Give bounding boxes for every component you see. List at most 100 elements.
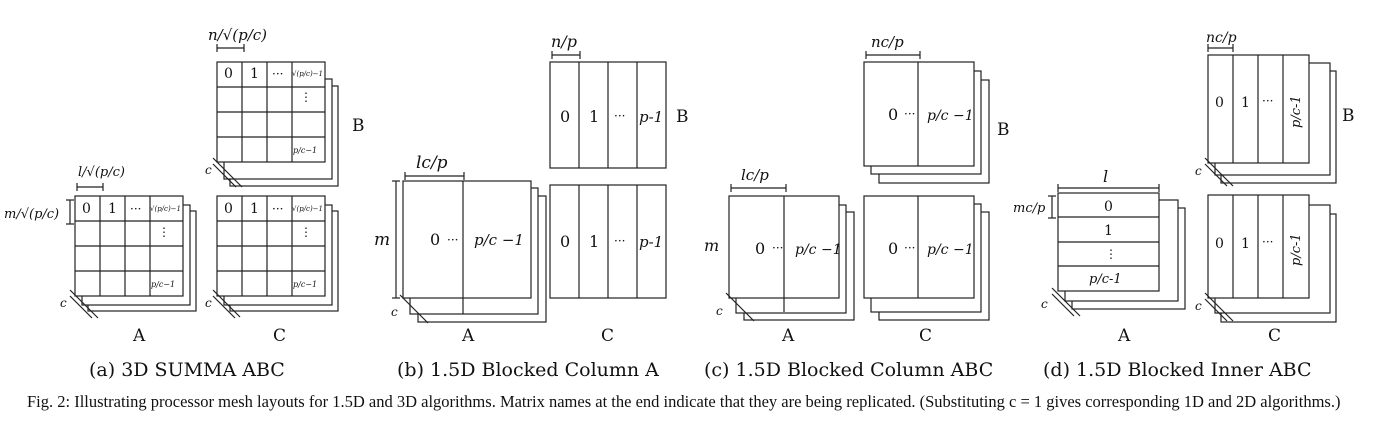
panel-a-label-b: B	[352, 116, 365, 136]
panel-b-b-dots: ···	[614, 109, 625, 123]
panel-d-b-col-dots: ···	[1262, 94, 1273, 108]
panel-a-b-cell-vdots: ⋮	[300, 90, 312, 104]
panel-d-label-a: A	[1117, 326, 1131, 346]
panel-a-c-cell-last: √(p/c)−1	[292, 205, 323, 213]
panel-c-dim-top-a: lc/p	[741, 166, 769, 184]
panel-a-matrix-b-grid	[212, 44, 339, 188]
panel-c-a-last: p/c −1	[795, 242, 842, 258]
panel-d-matrix-b-cols	[1204, 44, 1337, 187]
panel-b-a-dots: ···	[447, 233, 458, 247]
panel-a-a-cell-last: √(p/c)−1	[150, 205, 181, 213]
panel-a-c-cell-1: 1	[250, 201, 259, 217]
panel-d-a-row-1: 1	[1104, 223, 1113, 239]
panel-a-b-cell-last: √(p/c)−1	[292, 70, 323, 78]
panel-d-c-col-1: 1	[1241, 236, 1250, 252]
panel-b-dim-left-a: m	[374, 230, 390, 250]
panel-a-label-c: C	[273, 326, 286, 346]
panel-a-b-cell-1: 1	[250, 66, 259, 82]
panel-d-matrix-c-cols	[1204, 194, 1337, 323]
panel-d-label-c: C	[1268, 326, 1281, 346]
panel-c-a-dots: ···	[772, 241, 783, 255]
panel-d-a-row-dots: ⋮	[1105, 247, 1117, 261]
panel-c-a-depth: c	[716, 304, 723, 318]
panel-a-a-depth: c	[60, 296, 67, 310]
panel-b-caption: (b) 1.5D Blocked Column A	[397, 359, 659, 381]
panel-d-a-row-last: p/c-1	[1089, 272, 1122, 287]
panel-c-label-c: C	[919, 326, 932, 346]
panel-b-matrix-a-block	[392, 172, 547, 324]
panel-b-c-last: p-1	[639, 233, 663, 251]
panel-d-b-col-0: 0	[1215, 95, 1224, 111]
panel-a-caption: (a) 3D SUMMA ABC	[89, 359, 285, 381]
panel-a-a-cell-bottom: p/c−1	[151, 280, 175, 289]
panel-b-label-b: B	[676, 107, 689, 127]
panel-a-b-cell-bottom: p/c−1	[293, 146, 317, 155]
panel-a-a-cell-dots: ···	[130, 202, 141, 216]
panel-d-dim-top-b: nc/p	[1206, 30, 1237, 46]
panel-d-matrix-a-rows	[1048, 184, 1186, 317]
panel-b-label-c: C	[601, 326, 614, 346]
panel-c-matrix-a-block	[725, 184, 855, 322]
panel-b-a-depth: c	[391, 305, 398, 319]
panel-c-c-dots: ···	[904, 241, 915, 255]
panel-b-c-dots: ···	[614, 234, 625, 248]
figure-caption: Fig. 2: Illustrating processor mesh layo…	[27, 392, 1341, 411]
panel-b-b-last: p-1	[639, 108, 663, 126]
panel-d-caption: (d) 1.5D Blocked Inner ABC	[1043, 359, 1312, 381]
panel-a-c-cell-0: 0	[224, 201, 233, 217]
panel-b-c-0: 0	[560, 232, 570, 251]
panel-a-dim-top-a: l/√(p/c)	[78, 165, 125, 180]
panel-a-matrix-a-grid	[66, 183, 197, 319]
panel-a-a-cell-vdots: ⋮	[158, 225, 170, 239]
panel-a-dim-left-a: m/√(p/c)	[4, 207, 59, 222]
panel-c-b-last: p/c −1	[927, 108, 974, 124]
panel-a-a-cell-1: 1	[108, 201, 117, 217]
panel-b-dim-top-b: n/p	[551, 32, 577, 51]
panel-d-b-col-1: 1	[1241, 95, 1250, 111]
panel-b-c-1: 1	[589, 232, 599, 251]
panel-d-c-depth: c	[1195, 299, 1202, 313]
panel-c-c-last: p/c −1	[927, 242, 974, 258]
panel-a-dim-top-b: n/√(p/c)	[208, 26, 267, 44]
panel-a-c-depth: c	[205, 296, 212, 310]
panel-a-label-a: A	[132, 326, 146, 346]
panel-a-a-cell-0: 0	[82, 201, 91, 217]
panel-a-c-cell-bottom: p/c−1	[293, 280, 317, 289]
panel-b-a-first: 0	[430, 230, 440, 249]
panel-c-caption: (c) 1.5D Blocked Column ABC	[704, 359, 993, 381]
panel-a-b-cell-0: 0	[224, 66, 233, 82]
processor-mesh-figure: n/√(p/c) l/√(p/c) m/√(p/c) 0 1 ··· √(p/c…	[4, 26, 1355, 381]
panel-a-matrix-c-grid	[212, 195, 339, 319]
panel-c-label-a: A	[781, 326, 795, 346]
panel-c-c-first: 0	[888, 239, 898, 258]
panel-d-a-depth: c	[1041, 297, 1048, 311]
panel-c-matrix-b-block	[863, 51, 990, 184]
panel-b-b-0: 0	[560, 107, 570, 126]
panel-d-c-col-0: 0	[1215, 236, 1224, 252]
panel-c-matrix-c-block	[863, 195, 990, 321]
panel-a-c-cell-dots: ···	[272, 202, 283, 216]
panel-c-b-dots: ···	[904, 107, 915, 121]
panel-c-dim-top-b: nc/p	[871, 33, 904, 51]
panel-b-matrix-c-block	[549, 184, 667, 299]
panel-d-c-col-last: p/c-1	[1289, 233, 1304, 266]
panel-d-dim-left-a: mc/p	[1013, 201, 1046, 216]
panel-d-b-depth: c	[1195, 164, 1202, 178]
panel-c-b-first: 0	[888, 105, 898, 124]
panel-d-label-b: B	[1342, 106, 1355, 126]
panel-b-dim-top-a: lc/p	[416, 153, 448, 173]
panel-b-b-1: 1	[589, 107, 599, 126]
panel-d-dim-top-a: l	[1103, 167, 1108, 186]
panel-c-dim-left-a: m	[704, 236, 719, 255]
panel-d-a-row-0: 0	[1104, 199, 1113, 215]
panel-c-label-b: B	[997, 120, 1010, 140]
panel-c-a-first: 0	[755, 239, 765, 258]
panel-a-b-cell-dots: ···	[272, 67, 283, 81]
panel-b-label-a: A	[461, 326, 475, 346]
panel-d-b-col-last: p/c-1	[1289, 95, 1304, 128]
panel-b-matrix-b-block	[549, 51, 667, 169]
panel-a-c-cell-vdots: ⋮	[300, 225, 312, 239]
panel-d-c-col-dots: ···	[1262, 235, 1273, 249]
panel-b-a-last: p/c −1	[474, 231, 524, 249]
panel-a-b-depth: c	[205, 163, 212, 177]
